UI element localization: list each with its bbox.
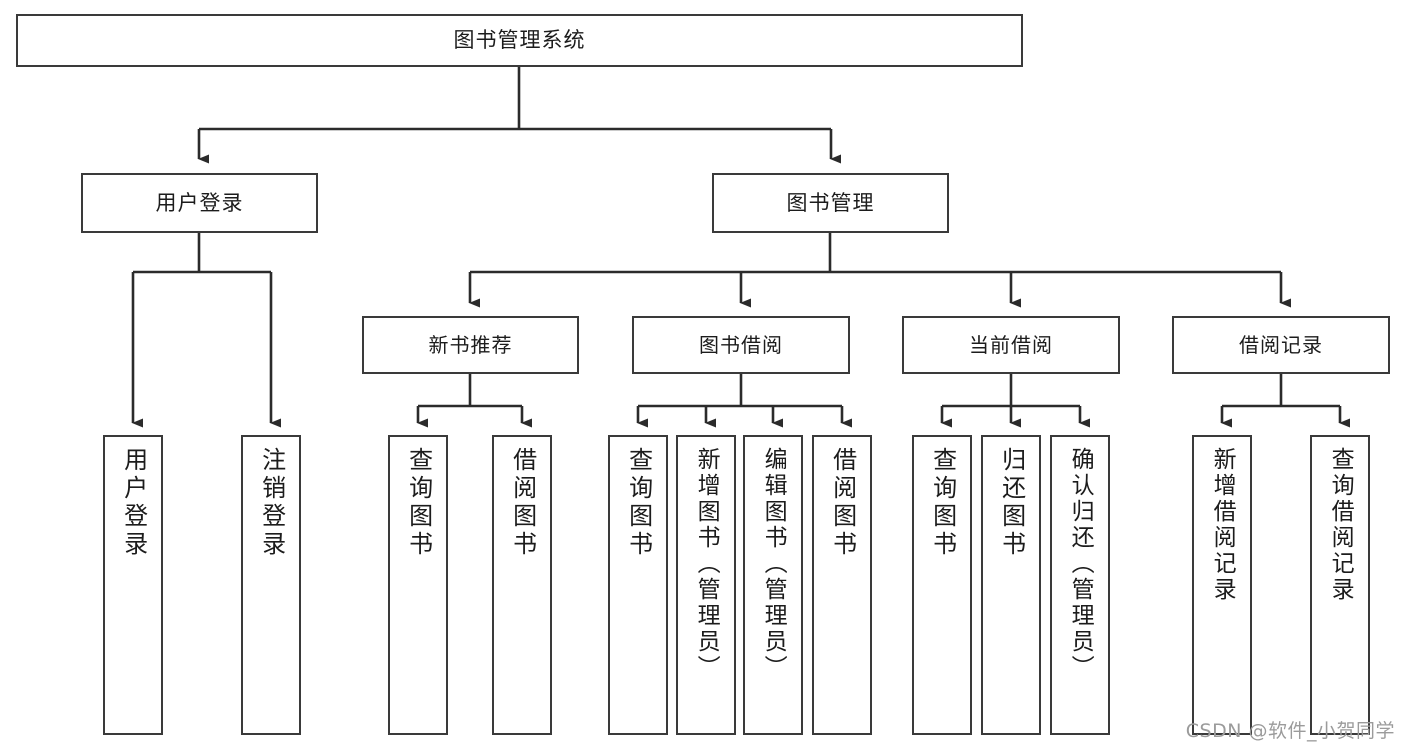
leaf-recommend-query-book[interactable]: 查询图书 [388,435,448,735]
leaf-record-add-record[interactable]: 新增借阅记录 [1192,435,1252,735]
node-label: 查询图书 [404,447,433,559]
node-label: 查询图书 [928,447,957,559]
node-label: 当前借阅 [969,332,1053,357]
node-new-book-recommend[interactable]: 新书推荐 [362,316,579,374]
node-label: 用户登录 [155,190,244,215]
node-label: 归还图书 [997,447,1026,559]
node-borrow-record[interactable]: 借阅记录 [1172,316,1390,374]
leaf-current-return-book[interactable]: 归还图书 [981,435,1041,735]
leaf-recommend-borrow-book[interactable]: 借阅图书 [492,435,552,735]
node-label: 查询借阅记录 [1327,447,1354,603]
node-label: 图书借阅 [699,332,783,357]
node-label: 查询图书 [624,447,653,559]
node-current-borrow[interactable]: 当前借阅 [902,316,1120,374]
node-label: 新增借阅记录 [1209,447,1236,603]
leaf-current-query-book[interactable]: 查询图书 [912,435,972,735]
node-label: 编辑图书（管理员） [760,447,787,681]
node-user-login[interactable]: 用户登录 [81,173,318,233]
leaf-borrow-query-book[interactable]: 查询图书 [608,435,668,735]
node-root[interactable]: 图书管理系统 [16,14,1023,67]
leaf-user-login-logout[interactable]: 注销登录 [241,435,301,735]
node-label: 借阅图书 [508,447,537,559]
node-label: 图书管理系统 [453,28,586,53]
watermark-text: CSDN @软件_小贺同学 [1185,720,1395,742]
leaf-borrow-edit-book-admin[interactable]: 编辑图书（管理员） [743,435,803,735]
node-label: 注销登录 [257,447,286,559]
node-label: 新增图书（管理员） [693,447,720,681]
node-label: 确认归还（管理员） [1067,447,1094,681]
leaf-borrow-add-book-admin[interactable]: 新增图书（管理员） [676,435,736,735]
leaf-borrow-borrow-book[interactable]: 借阅图书 [812,435,872,735]
node-label: 用户登录 [119,447,148,559]
leaf-record-query-record[interactable]: 查询借阅记录 [1310,435,1370,735]
node-label: 借阅图书 [828,447,857,559]
node-label: 新书推荐 [428,332,513,357]
leaf-user-login-login[interactable]: 用户登录 [103,435,163,735]
node-book-management[interactable]: 图书管理 [712,173,949,233]
node-label: 借阅记录 [1239,332,1323,357]
node-label: 图书管理 [786,190,875,215]
leaf-current-confirm-return-admin[interactable]: 确认归还（管理员） [1050,435,1110,735]
node-book-borrow[interactable]: 图书借阅 [632,316,850,374]
